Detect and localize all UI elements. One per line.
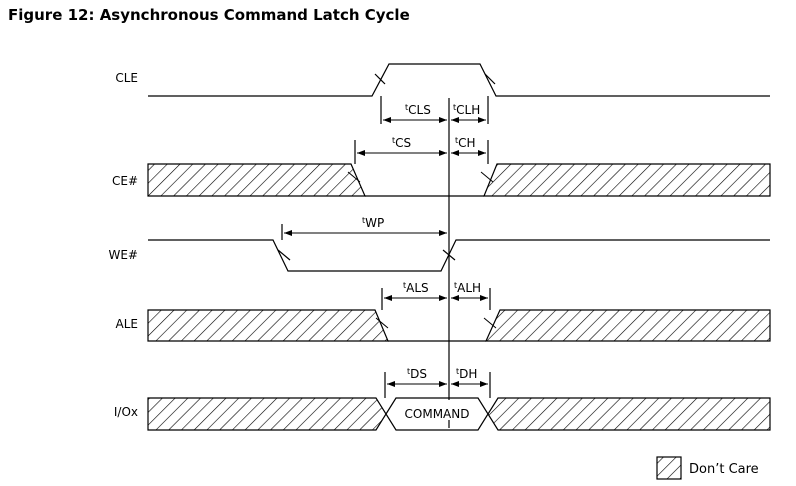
legend-label-dont-care: Don’t Care — [689, 462, 759, 477]
ale-waveform — [147, 309, 771, 342]
signal-label-we: WE# — [108, 248, 138, 262]
timing-label-tclh: tCLH — [453, 103, 480, 117]
signal-label-ale: ALE — [116, 317, 138, 331]
timing-label-tch: tCH — [455, 136, 476, 150]
ce-waveform — [147, 163, 771, 197]
timing-label-tdh: tDH — [456, 367, 477, 381]
timing-label-tcs: tCS — [392, 136, 411, 150]
io-waveform: COMMAND — [147, 397, 771, 431]
legend: Don’t Care — [656, 456, 759, 480]
reference-lines — [281, 96, 491, 428]
timing-label-tcls: tCLS — [405, 103, 431, 117]
timing-label-tals: tALS — [403, 281, 429, 295]
timing-label-twp: tWP — [362, 216, 384, 230]
command-label: COMMAND — [405, 407, 470, 421]
signal-label-io: I/Ox — [114, 405, 138, 419]
figure-title: Figure 12: Asynchronous Command Latch Cy… — [8, 6, 410, 24]
cle-waveform — [148, 63, 770, 97]
timing-arrows — [284, 117, 488, 387]
signal-label-cle: CLE — [115, 71, 138, 85]
timing-label-talh: tALH — [454, 281, 481, 295]
timing-label-tds: tDS — [407, 367, 427, 381]
we-waveform — [148, 239, 770, 272]
signal-label-ce: CE# — [112, 174, 138, 188]
dont-care-swatch — [656, 456, 682, 480]
